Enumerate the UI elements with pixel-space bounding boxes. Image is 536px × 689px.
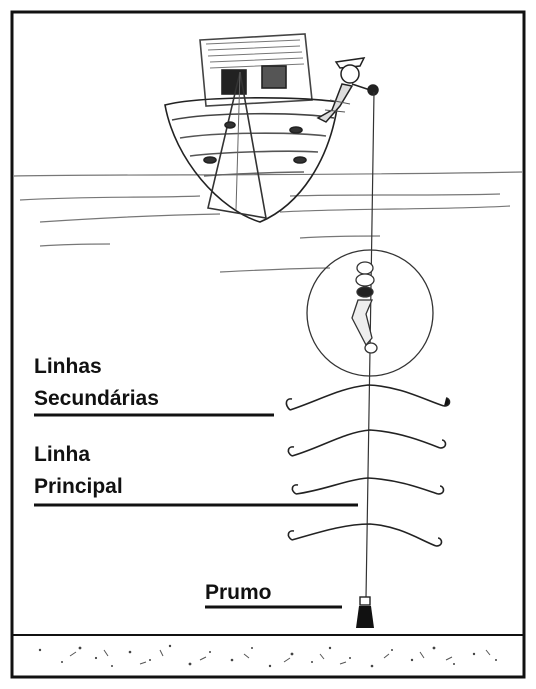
seabed [12,635,524,667]
secondary-lines-label-line2: Secundárias [34,387,159,411]
diagram-frame [12,12,524,677]
boat [165,34,338,222]
secondary-lines-label-line1: Linhas [34,355,102,379]
fisherman [318,58,378,122]
water-surface [14,172,522,272]
main-line-label-line2: Principal [34,475,123,499]
sinker [356,597,374,628]
main-line-label-line1: Linha [34,443,90,467]
sinker-label: Prumo [205,581,272,605]
